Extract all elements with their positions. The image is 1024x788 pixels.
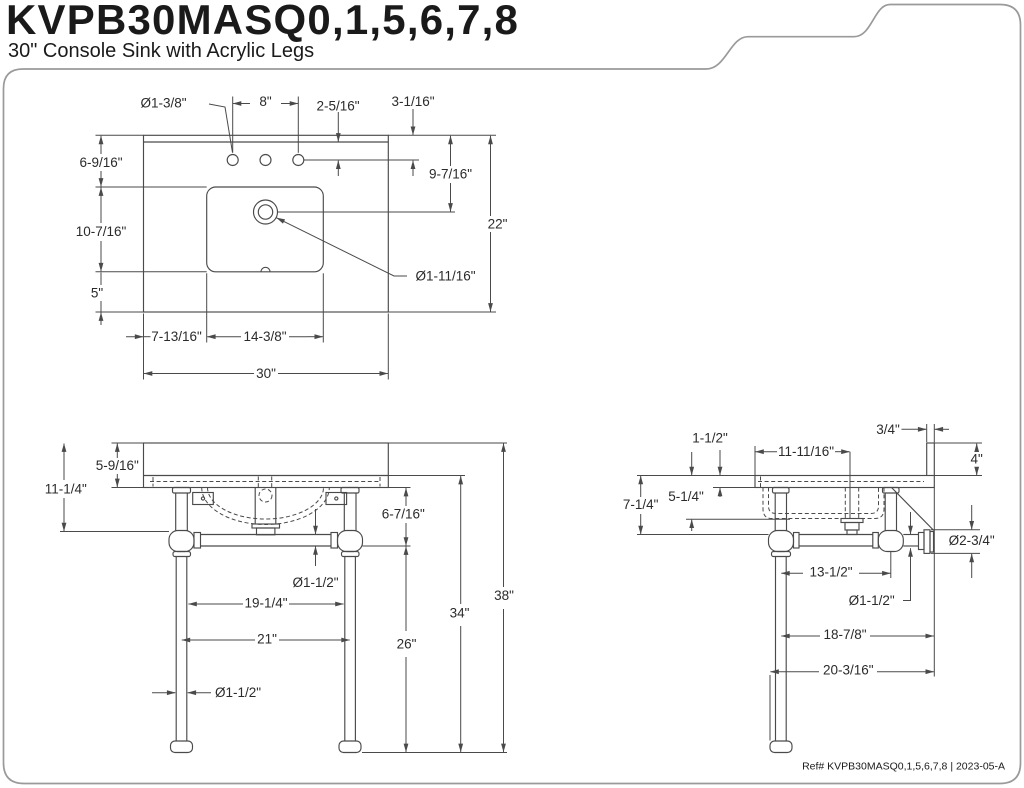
dim-backsplash-thickness: 3/4" (876, 422, 900, 437)
dim-edge-to-drain: 9-7/16" (429, 167, 472, 182)
dim-front-to-drain: 11-11/16" (778, 444, 834, 459)
dim-leg-diameter: Ø1-1/2" (215, 685, 261, 700)
dim-under-to-floor: 34" (450, 606, 470, 621)
dim-basin-depth: 5-1/4" (668, 489, 704, 504)
dim-top-to-bar: 11-1/4" (45, 482, 87, 497)
dim-edge-to-hole: 3-1/16" (391, 94, 434, 109)
dim-width: 30" (256, 366, 276, 381)
dim-hole-diameter: Ø1-3/8" (140, 96, 186, 111)
dim-top-to-bar-side: 7-1/4" (623, 497, 659, 512)
page-border (2, 3, 1022, 785)
dim-under-to-bar: 6-7/16" (382, 507, 425, 522)
dim-drain-diameter: Ø1-11/16" (415, 269, 475, 284)
dim-bar-diameter-front: Ø1-1/2" (292, 575, 338, 590)
dim-flange-diameter: Ø2-3/4" (949, 533, 995, 548)
page-title: KVPB30MASQ0,1,5,6,7,8 (6, 0, 519, 43)
dim-legs-center-span: 21" (257, 632, 277, 647)
dim-hole-spacing: 8" (259, 94, 272, 109)
dim-depth: 22" (488, 217, 508, 232)
page-subtitle: 30" Console Sink with Acrylic Legs (8, 40, 314, 62)
top-view: Ø1-3/8" 8" 2-5/16" 3-1/16" 9-7/16" 22" 6… (76, 94, 508, 381)
side-view: 1-1/2" 11-11/16" 3/4" 4" 7-1/4" 5-1/4" Ø… (623, 422, 995, 754)
dim-post-spacing: 13-1/2" (809, 565, 852, 580)
front-view: 5-9/16" 11-1/4" 6-7/16" Ø1-1/2" 19-1/4" … (45, 442, 514, 754)
dim-backsplash-to-hole: 2-5/16" (316, 99, 359, 114)
dim-edge-to-basin: 6-9/16" (79, 155, 122, 170)
dim-bar-diameter-side: Ø1-1/2" (849, 593, 895, 608)
dim-slab-thickness: 1-1/2" (692, 431, 728, 446)
dim-total-height: 38" (494, 588, 514, 603)
dim-basin-width: 14-3/8" (243, 329, 286, 344)
dim-bar-to-floor: 26" (397, 637, 417, 652)
dim-leg-to-wall: 18-7/8" (823, 627, 866, 642)
dim-legs-inner-span: 19-1/4" (244, 596, 287, 611)
dim-basin-length: 10-7/16" (76, 224, 127, 239)
dim-left-to-basin: 7-13/16" (151, 329, 202, 344)
dim-backsplash-height: 4" (971, 452, 984, 467)
ref-number: Ref# KVPB30MASQ0,1,5,6,7,8 | 2023-05-A (802, 761, 1005, 773)
dim-foot-to-wall: 20-3/16" (823, 663, 874, 678)
dim-basin-to-front: 5" (91, 286, 104, 301)
dim-top-height: 5-9/16" (96, 458, 139, 473)
